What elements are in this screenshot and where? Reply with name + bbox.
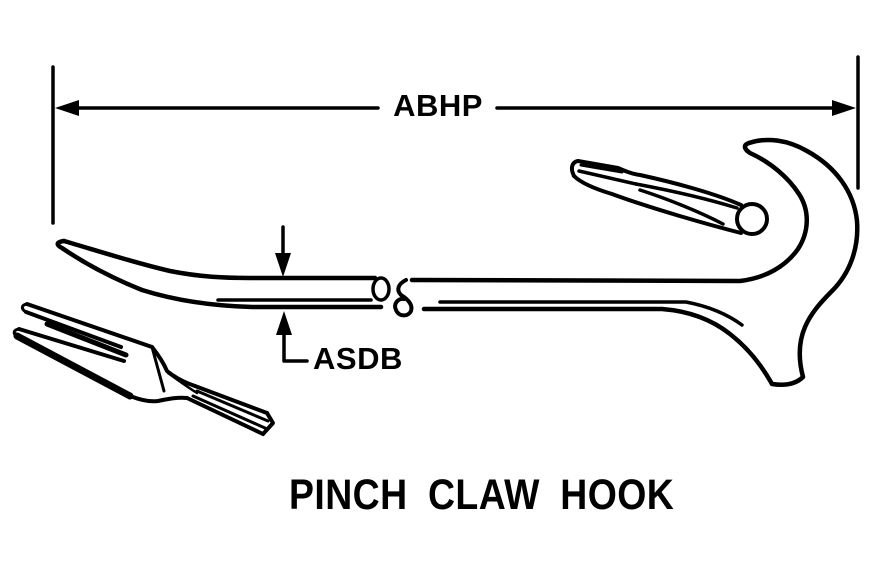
arrowhead-up-icon <box>276 311 292 335</box>
rod-end-face <box>735 202 769 236</box>
claw-shaft-groove-1 <box>195 389 270 423</box>
arrowhead-right-icon <box>832 100 856 116</box>
claw-neck-top-outline <box>150 345 197 388</box>
rod-fork-upper-line <box>579 163 624 174</box>
claw-shaft-end-cut <box>261 411 275 436</box>
claw-shaft-groove-2 <box>191 394 267 430</box>
claw-neck-inner-line <box>166 371 199 395</box>
thickness-leader-line <box>282 330 309 363</box>
bar-break-end-face <box>371 276 391 302</box>
dim-label-overall-length: ABHP <box>393 88 483 123</box>
claw-neck-bottom-outline <box>128 394 189 404</box>
rod-bottom-outline <box>572 174 743 235</box>
claw-upper-inner-edge <box>24 310 123 349</box>
shaft-top-and-hook-inner-outline <box>409 140 809 284</box>
blade-bottom-outline <box>55 238 384 310</box>
claw-top-outline <box>25 302 154 349</box>
dim-label-bar-thickness: ASDB <box>313 341 403 376</box>
blade-top-outline <box>61 238 378 281</box>
hook-outer-and-foot-outline <box>421 137 860 387</box>
rod-slot-upper-line <box>634 182 739 210</box>
claw-shaft-bottom-outline <box>185 396 265 436</box>
bar-edge-line-right <box>438 300 744 327</box>
arrowhead-down-icon <box>275 253 291 277</box>
arrowhead-left-icon <box>55 100 79 116</box>
claw-shaft-top-outline <box>193 384 269 415</box>
claw-slot-line-2 <box>17 327 126 363</box>
break-s-curve <box>393 278 414 318</box>
claw-slot-line-1 <box>44 321 129 358</box>
rod-top-outline <box>576 159 743 207</box>
rod-fork-lower-line <box>577 169 638 186</box>
claw-bottom-thick-edge <box>13 332 134 400</box>
rod-slot-lower-line <box>638 188 725 226</box>
figure-title: PINCH CLAW HOOK <box>289 471 675 519</box>
rod-tip-outline <box>569 159 580 178</box>
claw-shoulder-edge <box>150 345 166 393</box>
